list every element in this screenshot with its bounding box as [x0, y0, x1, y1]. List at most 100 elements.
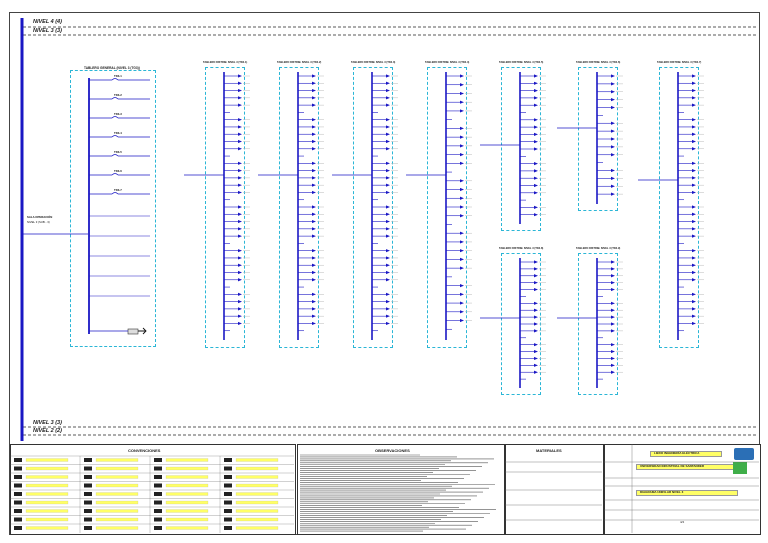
sub-circuit-arrow [386, 300, 390, 304]
sub-circuit-arrow [692, 161, 696, 165]
sub-circuit-arrow [312, 212, 316, 216]
sub-circuit-arrow [692, 103, 696, 107]
sub-circuit-arrow [534, 191, 538, 195]
sub-circuit-arrow [692, 81, 696, 85]
sub-circuit-arrow [460, 153, 464, 157]
sub-circuit-arrow [611, 349, 615, 354]
sub-circuit-arrow [460, 284, 464, 288]
sub-circuit-arrow [238, 81, 242, 85]
sub-circuit-arrow [611, 145, 615, 149]
sub-circuit-arrow [386, 321, 390, 326]
sub-circuit-arrow [692, 314, 696, 318]
sub-circuit-arrow [611, 121, 615, 125]
sub-circuit-arrow [386, 263, 390, 267]
sub-circuit-arrow [238, 300, 242, 304]
sub-circuit-arrow [534, 74, 538, 78]
sub-circuit-arrow [611, 74, 615, 78]
sub-board-title-1: TABLERO DISTRIB. NIVEL 3 (TD3-1) [203, 61, 248, 64]
sub-board-box-7 [659, 67, 699, 348]
sub-circuit-arrow [611, 356, 615, 361]
sub-circuit-arrow [460, 214, 464, 218]
sub-circuit-arrow [460, 126, 464, 130]
sub-circuit-arrow [312, 161, 316, 165]
sub-board-box-4 [427, 67, 467, 348]
sub-circuit-arrow [238, 147, 242, 151]
sub-circuit-arrow [238, 74, 242, 78]
sub-circuit-arrow [692, 139, 696, 144]
sub-circuit-arrow [534, 103, 538, 107]
sub-circuit-arrow [238, 219, 242, 224]
sub-circuit-arrow [534, 363, 538, 367]
legend-title: CONVENCIONES [128, 448, 161, 453]
sub-circuit-arrow [534, 96, 538, 100]
sub-circuit-arrow [312, 118, 316, 122]
sub-circuit-arrow [611, 98, 615, 102]
sub-circuit-arrow [238, 161, 242, 165]
sub-circuit-arrow [386, 292, 390, 296]
main-breaker-symbol [111, 154, 119, 157]
sub-circuit-arrow [238, 270, 242, 275]
sub-circuit-arrow [534, 162, 538, 166]
sub-board-title-5: TABLERO DISTRIB. NIVEL 3 (TD3-5) [499, 61, 544, 64]
sub-circuit-arrow [534, 205, 538, 209]
sub-circuit-arrow [386, 205, 390, 209]
main-breaker-label: TD3-5 [114, 150, 122, 154]
sub-circuit-arrow [312, 314, 316, 318]
notes-title: OBSERVACIONES [375, 448, 410, 453]
sub-circuit-arrow [460, 257, 464, 261]
sub-circuit-arrow [460, 292, 464, 296]
sub-circuit-arrow [238, 234, 242, 238]
sub-circuit-arrow [238, 103, 242, 107]
main-breaker-label: TD3-1 [114, 74, 122, 78]
sub-circuit-arrow [534, 183, 538, 188]
source-label: SALA OPERACIÓN [27, 215, 53, 219]
sub-board-title-3: TABLERO DISTRIB. NIVEL 3 (TD3-3) [351, 61, 396, 64]
sub-circuit-arrow [611, 90, 615, 94]
sub-circuit-arrow [238, 125, 242, 129]
main-breaker-symbol [111, 192, 119, 195]
sub-circuit-arrow [312, 307, 316, 311]
sub-circuit-arrow [611, 363, 615, 367]
sub-circuit-arrow [534, 301, 538, 305]
sub-circuit-arrow [386, 234, 390, 238]
sub-circuit-arrow [534, 267, 538, 271]
sub-circuit-arrow [534, 281, 538, 285]
sub-circuit-arrow [386, 256, 390, 260]
sub-circuit-arrow [611, 267, 615, 271]
sub-circuit-arrow [692, 249, 696, 253]
sub-circuit-arrow [611, 82, 615, 86]
sub-circuit-arrow [386, 278, 390, 282]
level-2-label: NIVEL 2 (2) [33, 428, 62, 434]
main-breaker-symbol [111, 97, 119, 100]
legend-block [10, 444, 296, 535]
sub-circuit-arrow [611, 370, 615, 374]
sub-circuit-arrow [534, 343, 538, 347]
sub-circuit-arrow [312, 190, 316, 195]
sub-circuit-arrow [312, 103, 316, 107]
sub-circuit-arrow [238, 169, 242, 173]
sub-circuit-arrow [386, 176, 390, 180]
sub-circuit-arrow [312, 278, 316, 282]
sub-circuit-arrow [534, 287, 538, 292]
sub-circuit-arrow [386, 249, 390, 253]
sub-circuit-arrow [312, 176, 316, 180]
sub-circuit-arrow [312, 234, 316, 238]
sub-circuit-arrow [238, 256, 242, 260]
main-board-meter [127, 328, 139, 335]
sub-circuit-arrow [534, 356, 538, 361]
sub-board-title-9: TABLERO DISTRIB. NIVEL 3 (TD3-9) [576, 247, 621, 250]
sub-circuit-arrow [611, 343, 615, 347]
logo-green-icon [733, 462, 747, 474]
sub-circuit-arrow [238, 307, 242, 311]
sub-circuit-arrow [692, 256, 696, 260]
sub-circuit-arrow [386, 132, 390, 136]
main-breaker-label: TD3-6 [114, 169, 122, 173]
sub-circuit-arrow [460, 144, 464, 148]
sub-circuit-arrow [692, 227, 696, 231]
sub-circuit-arrow [692, 88, 696, 93]
sub-circuit-arrow [386, 183, 390, 187]
sub-circuit-arrow [386, 103, 390, 107]
main-breaker-symbol [111, 135, 119, 138]
sub-circuit-arrow [534, 260, 538, 264]
sub-circuit-arrow [460, 135, 464, 139]
